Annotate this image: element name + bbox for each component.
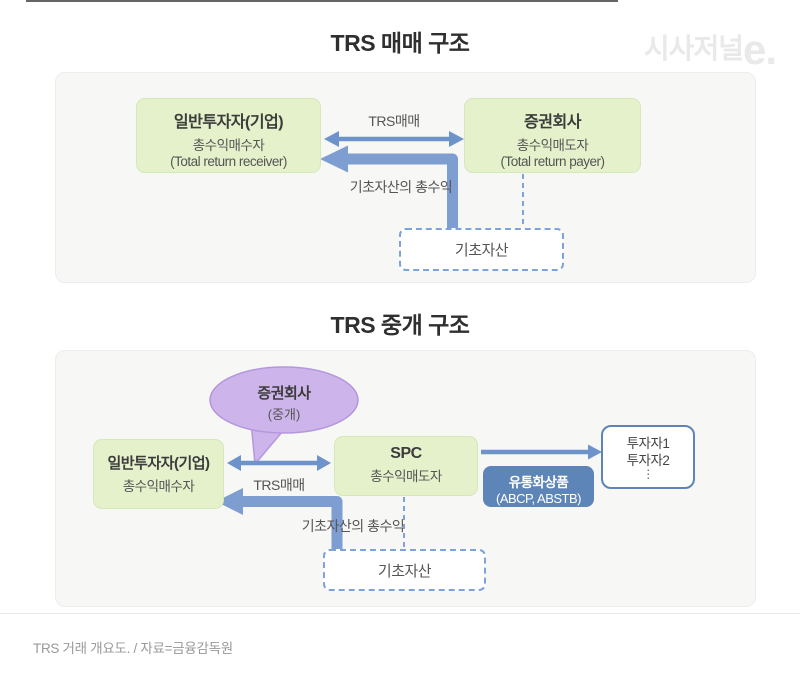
spc-title: SPC	[390, 445, 422, 462]
diagram1-title: TRS 매매 구조	[330, 30, 470, 56]
trs-trade-structure-panel: 일반투자자(기업) 총수익매수자 (Total return receiver)…	[55, 72, 756, 283]
spc-box: SPC 총수익매도자	[334, 436, 478, 496]
broker-bubble-subtitle: (중개)	[267, 407, 301, 422]
watermark-logo-e: e.	[742, 26, 777, 73]
end-investors-box: 투자자1 투자자2 ⋮	[601, 425, 695, 489]
trs-brokerage-structure-panel: 증권회사 (중개) 일반투자자(기업) 총수익매수자 SPC 총수익매도자 TR…	[55, 350, 756, 607]
general-investor-box: 일반투자자(기업) 총수익매수자 (Total return receiver)	[136, 98, 321, 173]
securities-company-box: 증권회사 총수익매도자 (Total return payer)	[464, 98, 641, 173]
total-return-arrow-label: 기초자산의 총수익	[301, 518, 405, 534]
watermark-text: 시사저널	[643, 33, 744, 64]
general-investor-box: 일반투자자(기업) 총수익매수자	[93, 439, 224, 509]
caption-divider-line	[0, 613, 800, 614]
securitized-product-types: (ABCP, ABSTB)	[495, 491, 582, 506]
publisher-watermark: 시사저널e.	[643, 26, 777, 74]
broker-speech-bubble: 증권회사 (중개)	[210, 382, 358, 423]
broker-bubble-title: 증권회사	[257, 385, 311, 402]
general-investor-role: 총수익매수자	[192, 138, 265, 153]
underlying-asset-label: 기초자산	[377, 562, 432, 580]
trs-trade-arrow-label: TRS매매	[253, 477, 305, 493]
trs-trade-double-arrow	[324, 131, 464, 147]
diagram2-title: TRS 중개 구조	[330, 312, 470, 338]
total-return-arrow-label: 기초자산의 총수익	[349, 179, 453, 195]
top-border-line	[26, 0, 618, 2]
securities-company-role-en: (Total return payer)	[500, 154, 605, 169]
underlying-asset-box: 기초자산	[323, 549, 486, 591]
general-investor-title: 일반투자자(기업)	[173, 114, 284, 131]
general-investor-role-en: (Total return receiver)	[170, 154, 287, 169]
trs-trade-double-arrow	[227, 455, 331, 471]
figure-caption: TRS 거래 개요도. / 자료=금융감독원	[33, 641, 233, 656]
more-investors-dots: ⋮	[642, 467, 654, 481]
general-investor-title: 일반투자자(기업)	[107, 455, 210, 472]
end-investor-2: 투자자2	[626, 453, 670, 468]
securitized-product-arrow	[481, 444, 602, 460]
general-investor-role: 총수익매수자	[122, 479, 195, 494]
securitized-product-name: 유통화상품	[508, 475, 569, 490]
securitized-product-badge: 유통화상품 (ABCP, ABSTB)	[483, 466, 594, 507]
spc-role: 총수익매도자	[370, 469, 442, 484]
securities-company-role: 총수익매도자	[516, 138, 589, 153]
end-investor-1: 투자자1	[626, 436, 670, 451]
trs-trade-arrow-label: TRS매매	[368, 113, 420, 129]
underlying-asset-label: 기초자산	[454, 242, 509, 259]
securities-company-title: 증권회사	[524, 114, 581, 131]
underlying-asset-box: 기초자산	[399, 228, 564, 271]
